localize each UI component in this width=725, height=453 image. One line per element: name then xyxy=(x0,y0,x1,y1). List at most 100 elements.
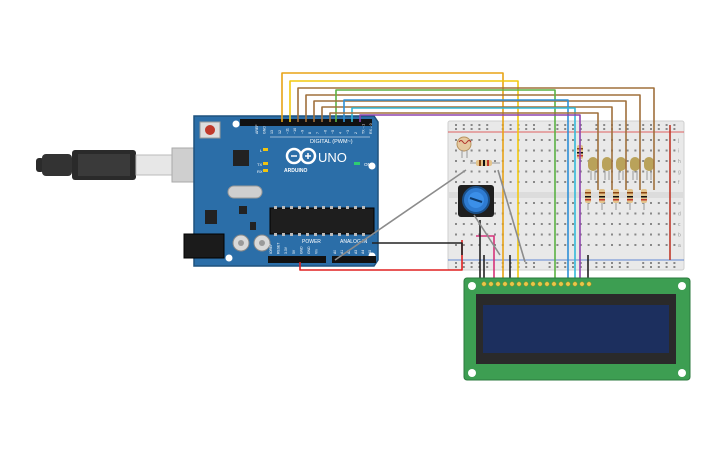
row-letter: b xyxy=(678,233,681,239)
wire-black-gnd xyxy=(372,242,463,255)
resistor xyxy=(627,189,633,210)
resistor xyxy=(599,189,605,210)
lcd-pin xyxy=(579,281,585,287)
power-pin-label: RESET xyxy=(277,243,281,254)
led xyxy=(602,157,612,180)
power-pin-label: IOREF xyxy=(269,244,273,254)
wire-grey-3 xyxy=(473,214,501,256)
row-letter: e xyxy=(678,201,681,207)
lcd-module xyxy=(463,277,691,381)
wire-yellow xyxy=(289,80,519,278)
lcd-pin xyxy=(544,281,550,287)
power-pin-label: A3 xyxy=(354,250,358,254)
row-letter: d xyxy=(678,212,681,218)
power-pin-label: A0 xyxy=(333,250,337,254)
pin-label: 2 xyxy=(354,132,358,134)
lcd-pin xyxy=(530,281,536,287)
wire-brown-1 xyxy=(297,87,655,190)
lcd-pin xyxy=(516,281,522,287)
lcd-pin xyxy=(586,281,592,287)
row-letter: h xyxy=(678,159,681,165)
on-label: ON xyxy=(364,162,371,167)
lcd-pin xyxy=(495,281,501,287)
pin-label: 8 xyxy=(308,132,312,134)
row-letter: f xyxy=(678,180,680,186)
power-pin-label: GND xyxy=(307,246,311,254)
tx-label: TX xyxy=(257,162,262,167)
wire-grey-2 xyxy=(497,169,526,263)
analog-label: ANALOG IN xyxy=(340,239,368,245)
led-group xyxy=(588,157,654,180)
lcd-pin xyxy=(481,281,487,287)
resistor xyxy=(585,189,591,210)
arduino-board: UNO ARDUINO DIGITAL (PWM~) ON POWER ANAL… xyxy=(183,115,379,267)
row-letter: a xyxy=(678,243,681,249)
pin-label: TX→1 xyxy=(361,124,365,134)
power-pin-label: Vin xyxy=(315,249,319,254)
lcd-pin xyxy=(572,281,578,287)
wire-orange xyxy=(281,72,504,278)
power-pin-label: A1 xyxy=(340,250,344,254)
led xyxy=(588,157,598,180)
power-label: POWER xyxy=(302,239,321,245)
wire-blue xyxy=(343,99,569,280)
pin-label: 12 xyxy=(278,130,282,134)
power-pin-label: 5V xyxy=(292,249,296,254)
wire-cyan xyxy=(351,107,576,280)
lcd-pin xyxy=(551,281,557,287)
lcd-screen xyxy=(483,305,669,353)
l-label: L xyxy=(260,148,263,153)
pin-label: 13 xyxy=(270,130,274,134)
pin-label: ~9 xyxy=(301,130,305,134)
wire-brown-2 xyxy=(305,94,641,190)
row-letter: g xyxy=(678,170,681,176)
pin-label: ~5 xyxy=(331,130,335,134)
power-pin-label: GND xyxy=(299,246,303,254)
reset-button xyxy=(205,125,215,135)
digital-label: DIGITAL (PWM~) xyxy=(310,139,353,145)
power-pin-label: A2 xyxy=(347,250,351,254)
resistor-ldr xyxy=(470,160,500,166)
led xyxy=(616,157,626,180)
row-letter: c xyxy=(678,222,681,228)
wires xyxy=(281,72,671,280)
pin-label: 7 xyxy=(316,132,320,134)
brand-label: UNO xyxy=(318,150,347,165)
pin-label: AREF xyxy=(255,124,259,134)
pin-label: ~11 xyxy=(285,128,289,134)
brand-sub-label: ARDUINO xyxy=(284,168,307,174)
power-pin-label: A4 xyxy=(361,250,365,254)
wire-brown-3 xyxy=(313,100,627,190)
wire-purple xyxy=(359,114,581,280)
wire-green xyxy=(335,89,556,280)
pin-label: RX←0 xyxy=(369,123,373,134)
lcd-pin xyxy=(523,281,529,287)
lcd-pin xyxy=(558,281,564,287)
lcd-pin xyxy=(509,281,515,287)
potentiometer xyxy=(458,185,494,217)
rx-label: RX xyxy=(257,169,263,174)
lcd-pin xyxy=(565,281,571,287)
row-letter: j xyxy=(677,138,679,144)
pin-label: ~6 xyxy=(323,130,327,134)
pin-label: 4 xyxy=(339,132,343,134)
pin-label: ~3 xyxy=(346,130,350,134)
led xyxy=(644,157,654,180)
lcd-pin xyxy=(488,281,494,287)
usb-cable xyxy=(36,147,195,183)
lcd-pin xyxy=(537,281,543,287)
power-pin-label: A5 xyxy=(368,250,372,254)
wire-grey-1 xyxy=(334,169,467,261)
arduino-logo-icon xyxy=(285,147,317,165)
row-letter: i xyxy=(678,149,679,155)
lcd-pin xyxy=(502,281,508,287)
resistor xyxy=(613,189,619,210)
resistor xyxy=(641,189,647,210)
led xyxy=(630,157,640,180)
wire-brown-4 xyxy=(321,106,613,190)
pin-label: ~10 xyxy=(293,128,297,134)
pin-label: GND xyxy=(263,126,267,134)
photoresistor xyxy=(456,136,472,158)
